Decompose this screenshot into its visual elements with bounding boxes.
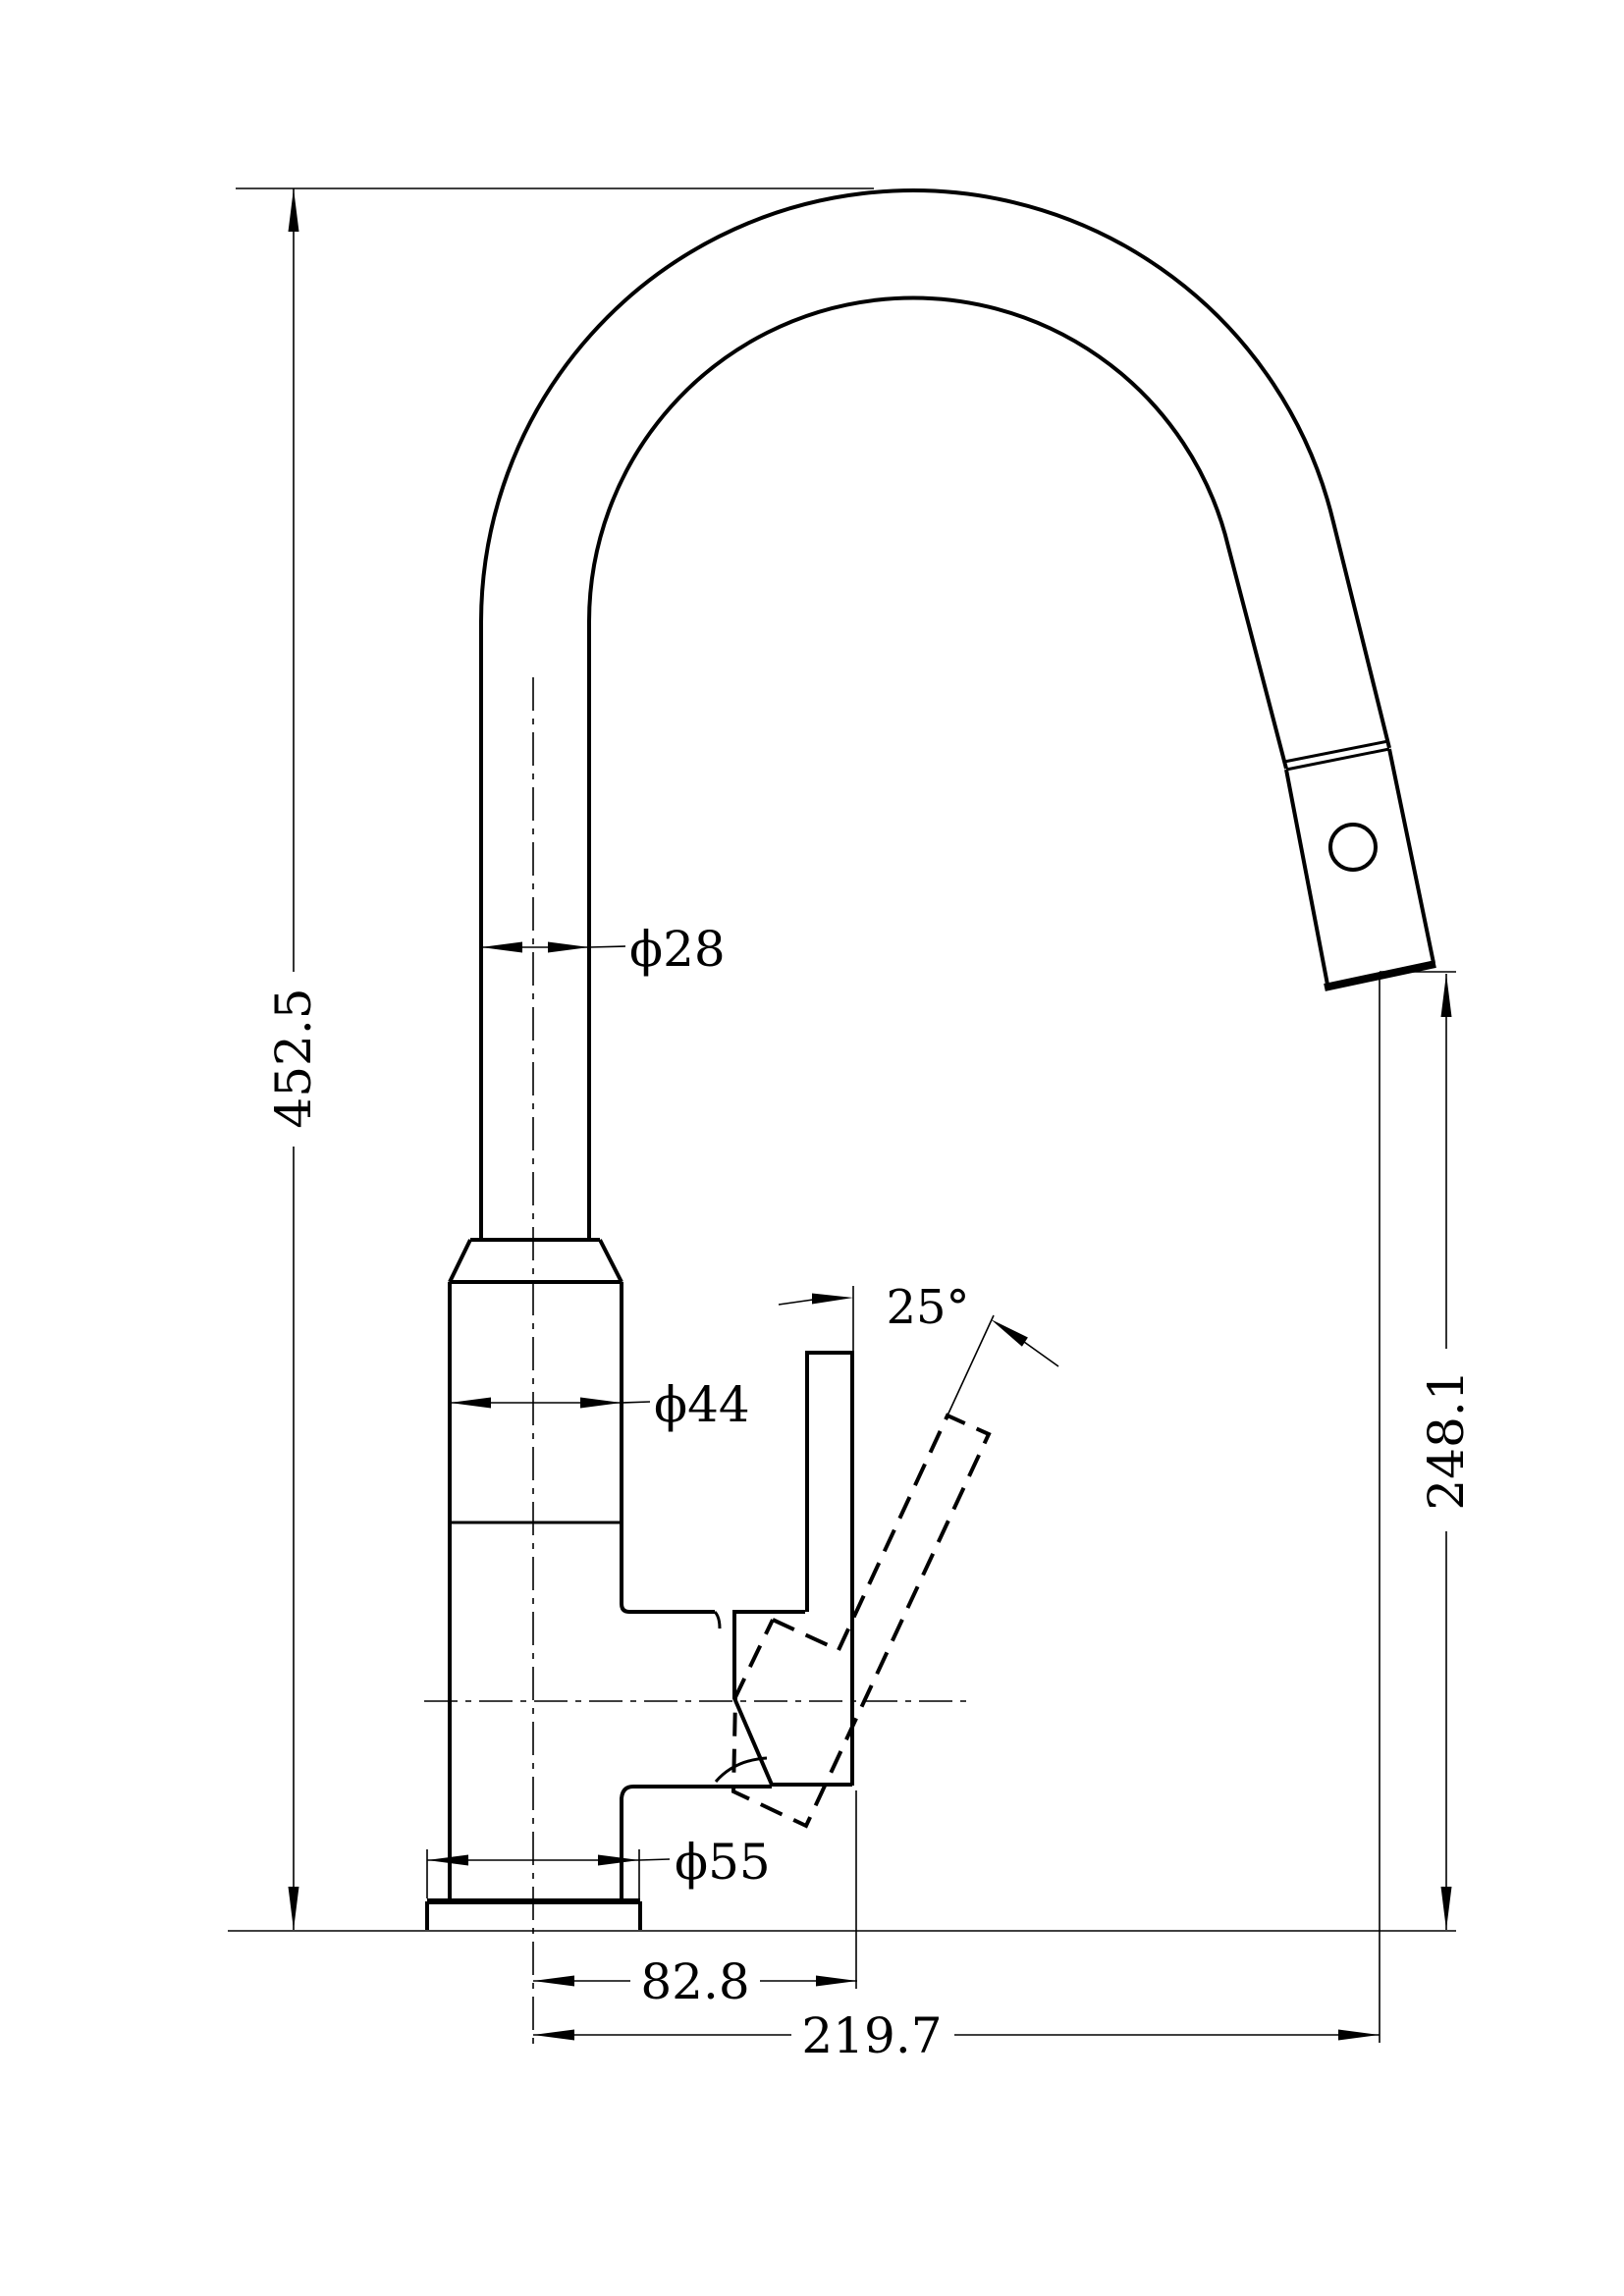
dim-phi55-label: ϕ55	[675, 1834, 771, 1891]
dim-angle-label: 25°	[886, 1280, 969, 1335]
arrowhead-left-icon	[533, 2029, 574, 2041]
dim-body-diameter: ϕ44	[450, 1376, 750, 1433]
arrowhead-up-icon	[1440, 974, 1452, 1017]
arrowhead-right-icon	[580, 1397, 622, 1409]
dim-219-label: 219.7	[801, 2007, 942, 2064]
dim-outlet-height-label: 248.1	[1418, 1369, 1475, 1510]
spray-head	[1284, 748, 1435, 986]
angle-leader-right	[1023, 1341, 1059, 1367]
arrowhead-down-icon	[288, 1887, 299, 1930]
arrowhead-left-icon	[481, 941, 522, 953]
dim-outlet-height: 248.1	[1380, 971, 1475, 1930]
spray-button-icon	[1328, 823, 1378, 872]
arrowhead-down-icon	[1440, 1887, 1452, 1930]
arrowhead-right-icon	[548, 941, 589, 953]
body-lower-ledge	[620, 1785, 772, 1901]
arrowhead-upleft-icon	[991, 1319, 1028, 1347]
angle-extension-slanted	[947, 1314, 995, 1416]
dim-handle-offset: 82.8	[533, 1790, 857, 2010]
spout-outer-curve	[479, 188, 1391, 1240]
arrowhead-left-icon	[533, 1975, 574, 1987]
angle-leader-left	[778, 1299, 814, 1306]
arrowhead-left-icon	[450, 1397, 491, 1409]
arrowhead-left-icon	[427, 1854, 468, 1866]
dim-total-height: 452.5	[236, 187, 874, 1930]
spray-head-seam	[1283, 739, 1390, 772]
dim-base-diameter: ϕ55	[426, 1834, 771, 1898]
spout-inner-curve	[587, 295, 1288, 1240]
arrowhead-right-icon	[1338, 2029, 1380, 2041]
arrowhead-right-icon	[816, 1975, 857, 1987]
dim-handle-angle: 25°	[778, 1280, 1059, 1416]
dim-phi55-extensions	[426, 1849, 640, 1898]
arrowhead-up-icon	[288, 188, 299, 232]
dim-phi44-label: ϕ44	[654, 1376, 750, 1433]
dim-phi28-label: ϕ28	[629, 921, 726, 978]
dim-spout-tube-diameter: ϕ28	[481, 921, 726, 978]
base-plate-sides	[425, 1901, 642, 1930]
dim-total-height-label: 452.5	[265, 988, 322, 1128]
ball-joint-arc	[714, 1756, 768, 1783]
pipe-body-flare	[448, 1238, 623, 1284]
handle-rotated-outline	[731, 1413, 992, 1829]
body-right-wall	[620, 1282, 715, 1614]
dim-82-label: 82.8	[640, 1953, 749, 2010]
centerlines	[424, 677, 967, 2047]
dim-spout-reach: 219.7	[533, 972, 1380, 2064]
body-lip-tick	[713, 1610, 722, 1629]
arrowhead-right-icon	[598, 1854, 639, 1866]
faucet-outline	[425, 188, 1436, 1930]
handle-lever	[805, 1351, 854, 1786]
arrowhead-right-icon	[812, 1293, 853, 1305]
handle-rotated-dashed	[731, 1413, 992, 1829]
